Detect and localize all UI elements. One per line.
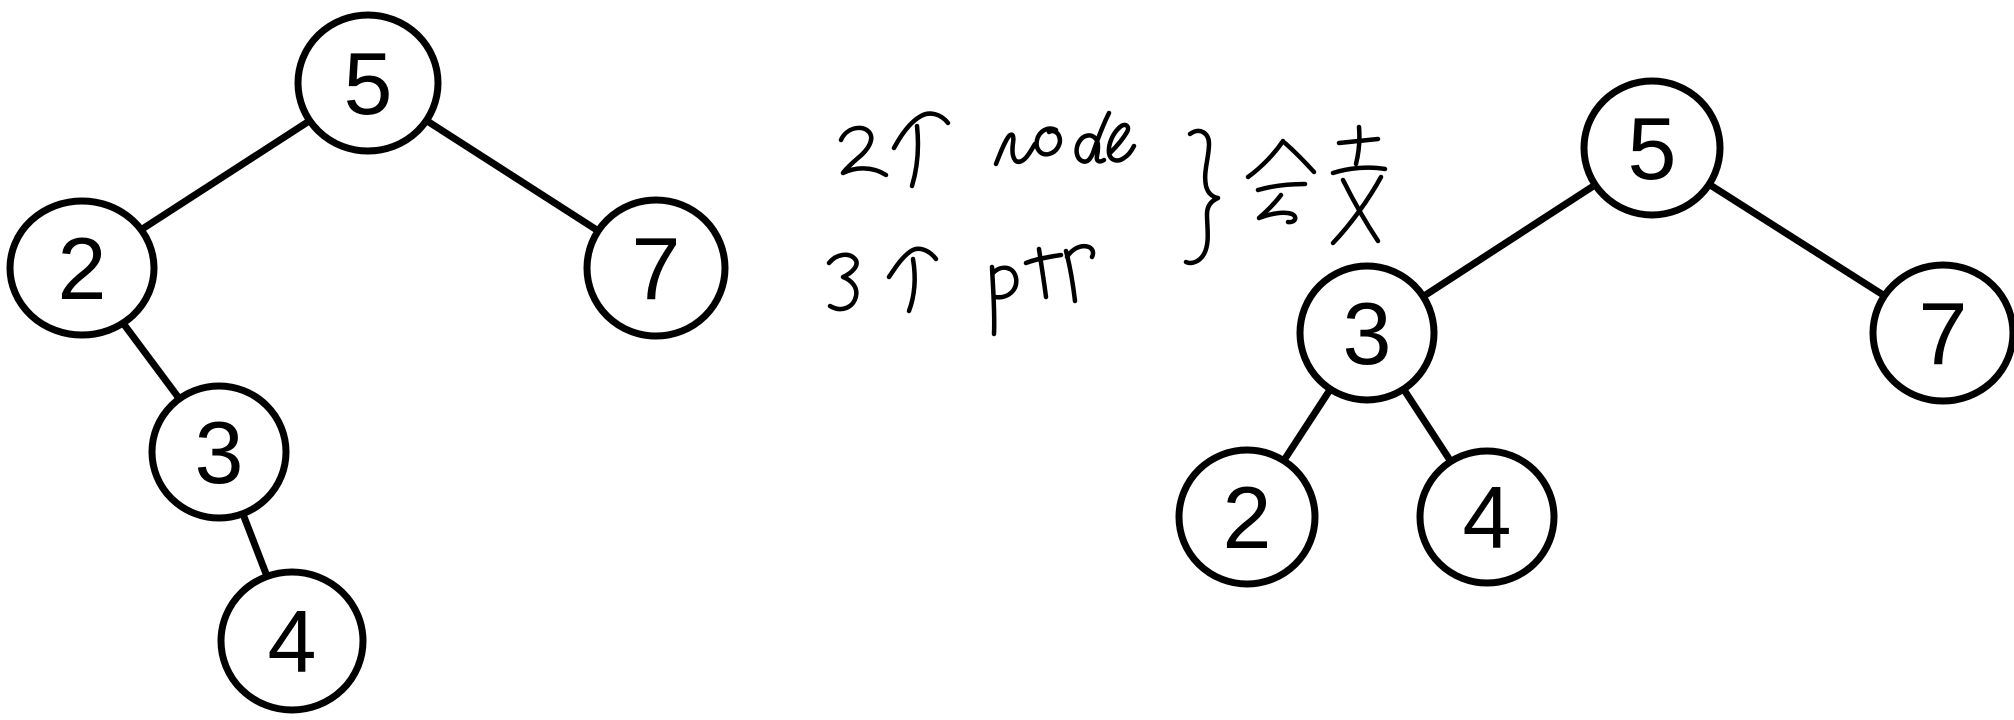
- tree-after-node-2-circle: [1175, 446, 1319, 588]
- hw-ge-1-stroke2-icon: [909, 123, 921, 189]
- hw-word-ptr-p-bowl-icon: [990, 265, 1019, 300]
- hw-ge-2-stroke1-icon: [886, 246, 939, 280]
- tree-before-node-7-label: 7: [632, 219, 681, 318]
- tree-before-node-2-circle: [6, 197, 158, 339]
- handwriting-line-1: [838, 110, 1137, 189]
- hw-word-node-o-icon: [1034, 126, 1063, 157]
- tree-after-node-3-circle: [1296, 262, 1438, 404]
- hw-word-node-d-icon: [1074, 110, 1112, 164]
- tree-before: 5 2 7 34: [6, 11, 729, 714]
- tree-before-node-5-label: 5: [344, 34, 393, 133]
- tree-after-node-3-label: 3: [1343, 284, 1392, 383]
- hw-word-ptr-t-stem-icon: [1036, 246, 1049, 300]
- tree-before-node-2-label: 2: [58, 219, 107, 318]
- tree-after: 5 3 7 2 4: [1175, 77, 2014, 588]
- tree-after-node-7-circle: [1869, 261, 2014, 405]
- hw-word-node-n-icon: [993, 132, 1038, 167]
- tree-after-node-5-circle: [1580, 77, 1724, 219]
- hw-word-node-e-icon: [1106, 122, 1137, 163]
- hw-ge-1-stroke1-icon: [891, 111, 951, 151]
- tree-before-node-4-circle: [217, 568, 367, 714]
- tree-after-node-4-circle: [1416, 447, 1558, 587]
- hw-char-bian-icon: [1330, 124, 1388, 246]
- hw-brace-icon: [1183, 128, 1221, 266]
- tree-before-node-5-circle: [294, 11, 442, 155]
- hw-word-ptr-t-cross-icon: [1023, 252, 1064, 266]
- tree-after-node-2-label: 2: [1223, 468, 1272, 567]
- hw-digit-2-icon: [838, 125, 889, 178]
- tree-after-node-5-label: 5: [1628, 99, 1677, 198]
- hw-digit-3-icon: [826, 252, 859, 312]
- tree-after-node-4-label: 4: [1463, 468, 1512, 567]
- hw-char-hui-icon: [1245, 138, 1317, 225]
- hw-ge-2-stroke2-icon: [906, 256, 917, 314]
- tree-before-node-4-label: 4: [268, 592, 317, 691]
- handwriting-line-2: [826, 243, 1096, 337]
- tree-before-node-3-circle: [148, 382, 290, 522]
- hw-word-ptr-r-arm-icon: [1064, 243, 1096, 260]
- handwriting-annotation: [826, 110, 1388, 337]
- hw-word-ptr-p-stem-icon: [989, 264, 997, 337]
- tree-before-node-3-label: 3: [195, 403, 244, 502]
- tree-before-node-7-circle: [583, 196, 729, 340]
- tree-after-node-7-label: 7: [1919, 284, 1968, 383]
